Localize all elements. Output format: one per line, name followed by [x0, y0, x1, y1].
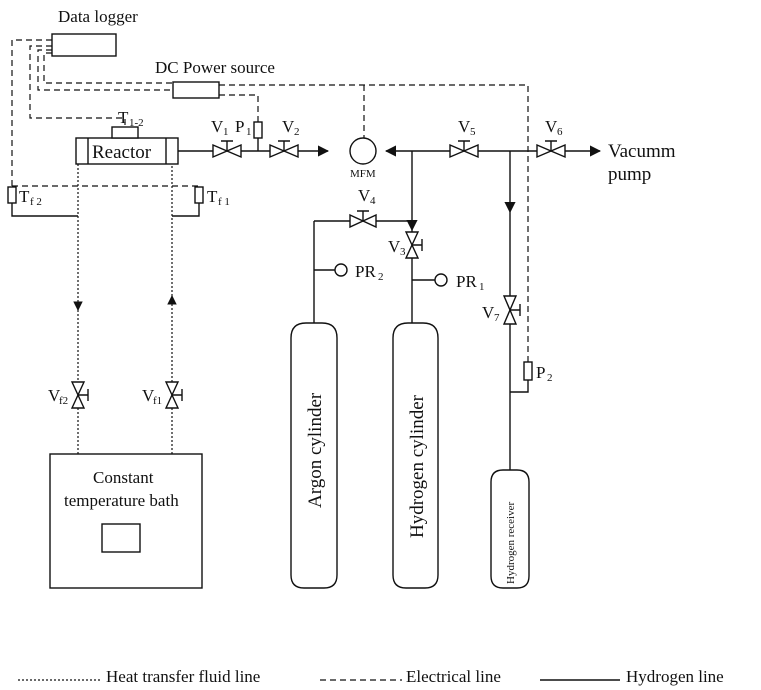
- valve-vf1: V f1: [142, 381, 183, 409]
- bath-label-1: Constant: [93, 468, 154, 487]
- valve-v1: V 1: [211, 117, 242, 159]
- p1-label: P: [235, 117, 244, 136]
- pr2-label: PR: [355, 262, 376, 281]
- mfm-label: MFM: [350, 168, 376, 180]
- dc-power-box: [172, 81, 220, 99]
- v6-label: V: [545, 117, 558, 136]
- pressure-sensor-p1: P 1: [235, 117, 263, 139]
- valve-v3: V 3: [388, 231, 423, 259]
- argon-label: Argon cylinder: [305, 392, 326, 508]
- thermocouple-t12: [111, 126, 139, 139]
- dc-power-label: DC Power source: [155, 58, 275, 77]
- reactor: Reactor T 1-2: [75, 108, 179, 165]
- v1-label: V: [211, 117, 224, 136]
- vacuum-label-1: Vacumm: [608, 141, 676, 162]
- v7-sub: 7: [494, 312, 500, 324]
- hydrogen-receiver: Hydrogen receiver: [490, 469, 530, 589]
- valve-v5: V 5: [449, 117, 479, 159]
- heat-transfer-lines: [73, 164, 177, 454]
- valve-v7: V 7: [482, 295, 521, 325]
- reactor-label: Reactor: [92, 142, 152, 163]
- vacuum-label-2: pump: [608, 164, 651, 185]
- pressure-gauge-pr2: PR 2: [334, 262, 384, 283]
- valve-v6: V 6: [536, 117, 566, 159]
- hydrogen-cylinder: Hydrogen cylinder: [392, 322, 439, 589]
- vacuum-pump-label: Vacumm pump: [608, 141, 676, 185]
- dc-power-source: DC Power source: [155, 58, 275, 99]
- pr2-sub: 2: [378, 271, 384, 283]
- bath-label-2: temperature bath: [64, 491, 179, 510]
- data-logger: Data logger: [51, 7, 138, 57]
- v2-label: V: [282, 117, 295, 136]
- v7-label: V: [482, 303, 495, 322]
- vf2-label: V: [48, 386, 61, 405]
- v5-sub: 5: [470, 126, 476, 138]
- v4-sub: 4: [370, 195, 376, 207]
- thermocouple-tf2: T f 2: [7, 186, 78, 217]
- valve-vf2: V f2: [48, 381, 89, 409]
- electrical-lines: [11, 39, 529, 362]
- p1-sub: 1: [246, 126, 252, 138]
- receiver-label: Hydrogen receiver: [505, 502, 517, 584]
- legend: Heat transfer fluid line Electrical line…: [18, 667, 724, 686]
- p2-label: P: [536, 363, 545, 382]
- tf2-sub: f 2: [30, 196, 42, 208]
- argon-cylinder: Argon cylinder: [290, 322, 338, 589]
- v2-sub: 2: [294, 126, 300, 138]
- t12-label: T: [118, 108, 129, 127]
- data-logger-box: [51, 33, 117, 57]
- data-logger-label: Data logger: [58, 7, 138, 26]
- pressure-gauge-pr1: PR 1: [434, 272, 485, 293]
- pr1-label: PR: [456, 272, 477, 291]
- reactor-box: [75, 137, 179, 165]
- v1-sub: 1: [223, 126, 229, 138]
- legend-heat-label: Heat transfer fluid line: [106, 667, 260, 686]
- thermocouple-tf1: T f 1: [172, 186, 230, 217]
- legend-electrical-label: Electrical line: [406, 667, 501, 686]
- pr1-sub: 1: [479, 281, 485, 293]
- mass-flow-meter: MFM: [349, 137, 377, 180]
- v6-sub: 6: [557, 126, 563, 138]
- v4-label: V: [358, 186, 371, 205]
- constant-temperature-bath: Constant temperature bath: [49, 453, 203, 589]
- hydrogen-lines: [178, 138, 602, 470]
- legend-hydrogen-label: Hydrogen line: [626, 667, 724, 686]
- pressure-sensor-p2: P 2: [523, 361, 553, 384]
- vf2-sub: f2: [59, 395, 68, 407]
- valve-v2: V 2: [269, 117, 300, 159]
- tf2-label: T: [19, 187, 30, 206]
- v3-sub: 3: [400, 246, 406, 258]
- valve-v4: V 4: [349, 186, 377, 229]
- t12-sub: 1-2: [129, 117, 144, 129]
- tf1-label: T: [207, 187, 218, 206]
- vf1-sub: f1: [153, 395, 162, 407]
- hydrogen-label: Hydrogen cylinder: [407, 394, 428, 538]
- p2-sub: 2: [547, 372, 553, 384]
- tf1-sub: f 1: [218, 196, 230, 208]
- v5-label: V: [458, 117, 471, 136]
- vf1-label: V: [142, 386, 155, 405]
- v3-label: V: [388, 237, 401, 256]
